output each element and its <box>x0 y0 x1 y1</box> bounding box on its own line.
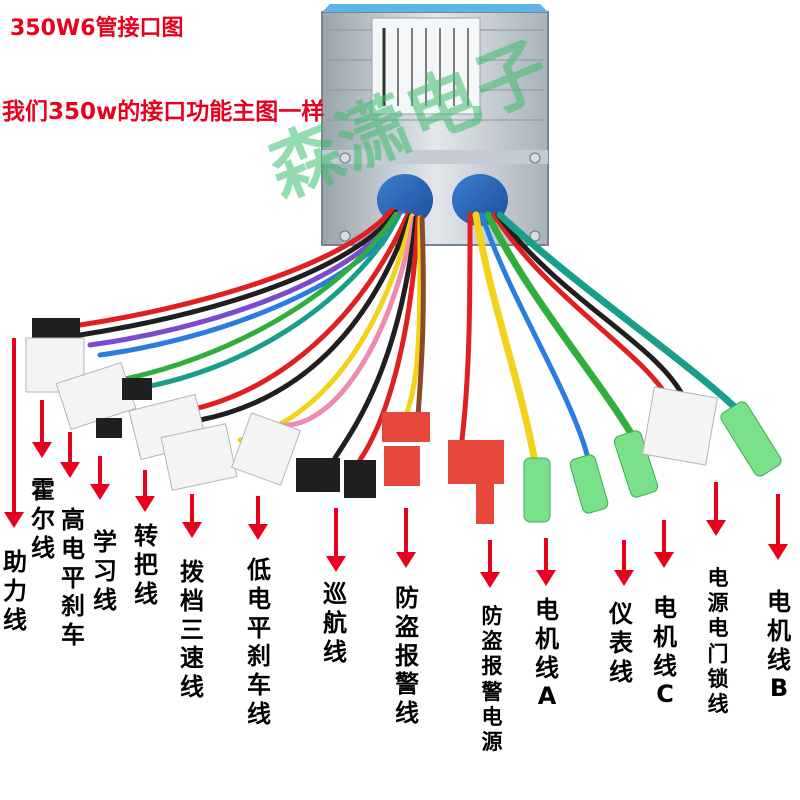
label-motor-c: 电机线C <box>653 594 677 709</box>
arrow-three-speed <box>182 494 202 538</box>
connector-low-brake <box>231 412 301 486</box>
power-wire-bundle <box>459 211 752 466</box>
label-meter: 仪表线 <box>609 600 633 686</box>
connector-motor-b <box>720 401 782 477</box>
product-label <box>371 17 481 115</box>
connector-anti-theft-power <box>448 440 504 524</box>
page-subtitle: 我们350w的接口功能主图一样 <box>2 99 325 125</box>
label-hall: 霍尔线 <box>31 476 55 562</box>
page-title: 350W6管接口图 <box>10 16 184 41</box>
arrow-learn <box>90 456 110 500</box>
arrow-anti-theft-alarm <box>396 508 416 568</box>
arrow-high-brake <box>60 432 80 478</box>
arrow-power-lock <box>706 482 726 536</box>
label-learn: 学习线 <box>93 528 117 614</box>
connector-cruise <box>296 458 376 498</box>
controller-box <box>321 4 549 246</box>
label-anti-theft-alarm: 防盗报警线 <box>395 584 419 728</box>
signal-wire-bundle <box>77 207 426 463</box>
connector-motor-a <box>523 457 551 523</box>
connector-motor-c <box>613 430 659 498</box>
arrow-anti-theft-power <box>480 540 500 588</box>
arrow-motor-b <box>768 494 788 560</box>
label-three-speed: 拨档三速线 <box>180 558 204 702</box>
connector-learn <box>96 378 152 438</box>
arrow-low-brake <box>248 496 268 540</box>
arrow-motor-c <box>654 520 674 568</box>
arrow-cruise <box>326 508 346 572</box>
label-anti-theft-power: 防盗报警电源 <box>481 604 503 754</box>
label-cruise: 巡航线 <box>323 580 347 666</box>
connector-anti-theft-alarm <box>382 412 430 486</box>
arrow-motor-a <box>536 538 556 586</box>
label-assist: 助力线 <box>3 548 27 634</box>
label-throttle: 转把线 <box>134 522 158 608</box>
arrow-throttle <box>135 470 155 512</box>
label-high-brake: 高电平刹车 <box>61 506 85 650</box>
arrow-hall <box>32 400 52 458</box>
connector-power-lock <box>642 386 718 466</box>
arrow-assist <box>4 338 24 528</box>
label-low-brake: 低电平刹车线 <box>247 556 271 728</box>
connector-three-speed <box>160 423 238 491</box>
connector-meter <box>569 454 609 514</box>
label-power-lock: 电源电门锁线 <box>707 566 729 716</box>
label-motor-a: 电机线A <box>535 596 559 711</box>
label-motor-b: 电机线B <box>767 588 791 703</box>
arrow-meter <box>614 540 634 586</box>
indicator-arrows <box>4 338 788 588</box>
